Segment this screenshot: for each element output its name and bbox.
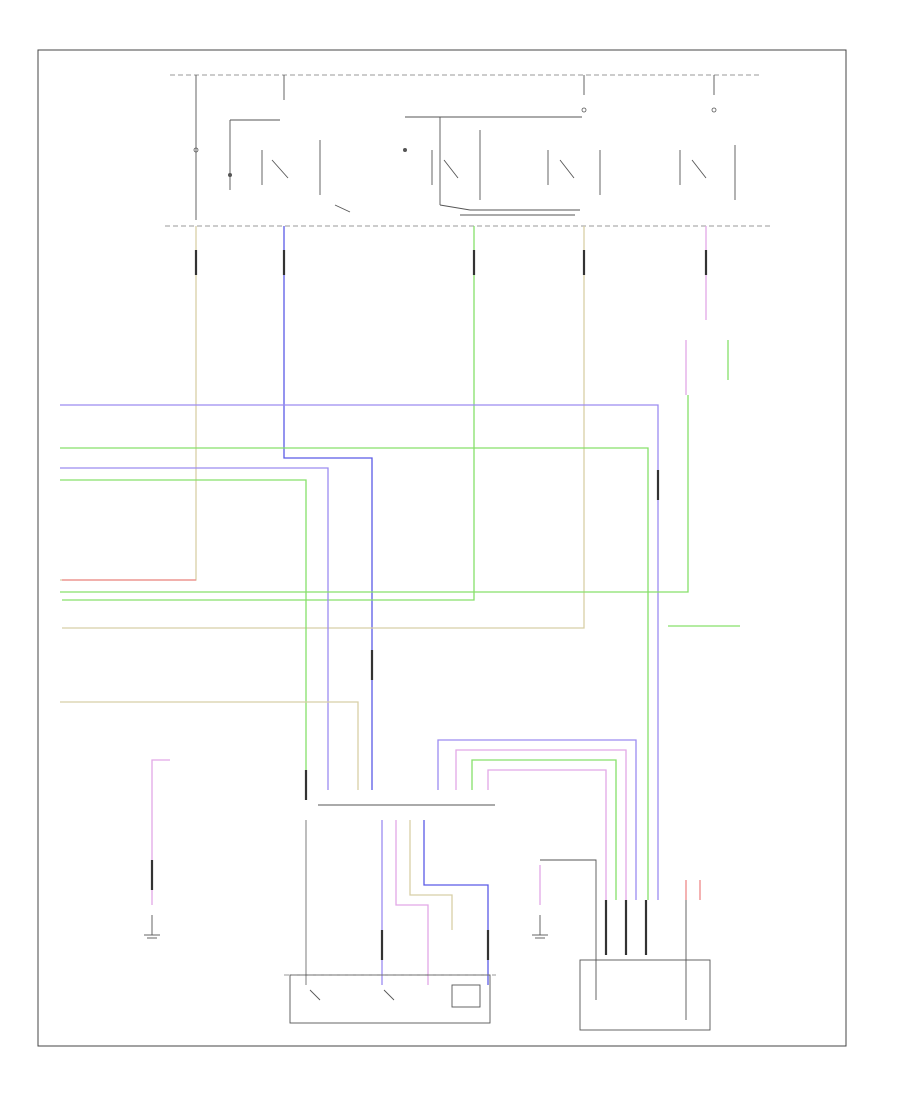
horizontal-wires [60,395,740,900]
power-bus-top [170,74,760,220]
connector-markers [150,250,708,960]
diagram-frame [37,49,847,1047]
left-ground-wire [151,759,170,905]
fuse-icon [581,107,587,113]
fuse-icon [193,147,199,153]
switch-icon [431,150,459,185]
vertical-wires [60,226,729,790]
switch-icon [679,150,707,185]
fuse-icon [403,148,407,152]
fuse-icon [711,107,717,113]
bottom-module-right [579,880,711,1031]
switch-icon [261,150,289,185]
fuse-icon [228,173,232,177]
ground-icon [144,915,160,939]
switch-cluster [193,107,736,216]
bottom-module-left [284,974,496,1024]
ground-icon [532,915,548,939]
switch-icon [547,150,575,185]
module-boxes [305,739,637,985]
